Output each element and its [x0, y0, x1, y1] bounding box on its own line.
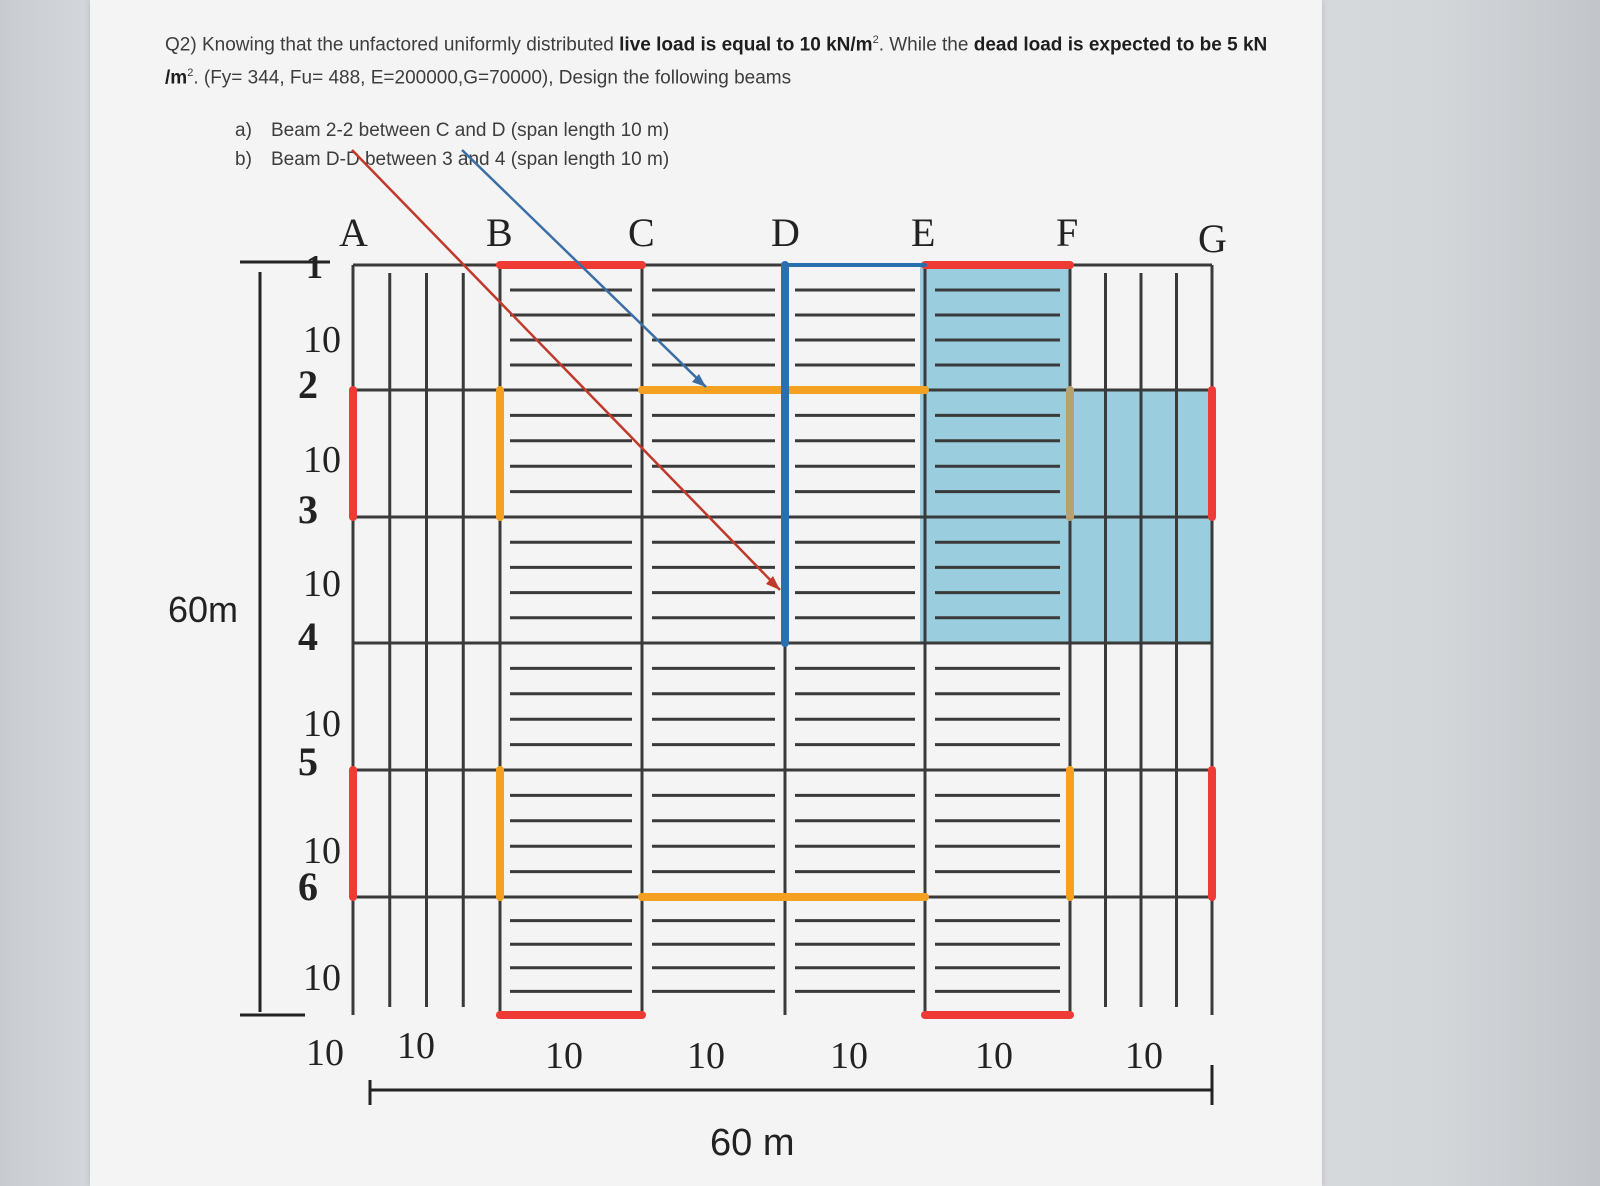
bay-spacing-label: 10: [306, 1032, 344, 1074]
row-spacing-label: 10: [303, 957, 341, 999]
row-spacing-label: 10: [303, 703, 341, 745]
arrow-blue: [461, 149, 707, 388]
bay-spacing-label: 10: [830, 1035, 868, 1077]
part-a: a)Beam 2-2 between C and D (span length …: [235, 120, 670, 141]
bay-spacing-label: 10: [687, 1035, 725, 1077]
arrow-red: [351, 149, 781, 591]
row-label-6: 6: [298, 864, 318, 909]
arrow-blue-head: [692, 374, 706, 387]
column-label-A: A: [339, 210, 368, 255]
row-spacing-label: 10: [303, 563, 341, 605]
bay-spacing-label: 10: [397, 1025, 435, 1067]
row-label-3: 3: [298, 487, 318, 532]
row-label-2: 2: [298, 362, 318, 407]
column-label-G: G: [1198, 216, 1227, 261]
row-label-1: 1: [306, 249, 323, 286]
row-spacing-label: 10: [303, 439, 341, 481]
column-label-C: C: [628, 210, 655, 255]
dead-load-text: dead load is expected to be 5 kN /m: [165, 34, 1268, 89]
row-spacing-label: 10: [303, 830, 341, 872]
row-spacing-label: 10: [303, 319, 341, 361]
column-label-B: B: [486, 210, 513, 255]
column-label-F: F: [1056, 210, 1078, 255]
arrow-red-head: [766, 576, 780, 590]
row-label-4: 4: [298, 614, 318, 659]
joists: [388, 273, 1178, 1007]
live-load-text: live load is equal to 10 kN/m: [619, 34, 873, 56]
bay-spacing-label: 10: [1125, 1035, 1163, 1077]
row-label-5: 5: [298, 739, 318, 784]
question-text: Q2) Knowing that the unfactored uniforml…: [165, 34, 1268, 89]
column-label-D: D: [771, 210, 800, 255]
dimension-lines: [240, 260, 1214, 1105]
bay-spacing-label: 10: [545, 1035, 583, 1077]
slab-region-ef: [920, 265, 1070, 643]
total-width-label: 60 m: [710, 1122, 794, 1164]
column-label-E: E: [911, 210, 935, 255]
total-height-label: 60m: [168, 589, 238, 630]
bay-spacing-label: 10: [975, 1035, 1013, 1077]
highlighted-beams: [349, 261, 1216, 1019]
